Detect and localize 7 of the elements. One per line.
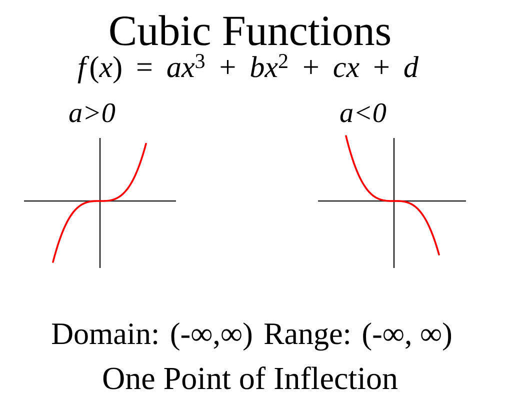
case-label: a<0 [340,103,386,122]
title: Cubic Functions [110,15,390,46]
domain-text: Domain: (-∞,∞) [52,322,252,351]
formula: f(x) = ax$^{3}$ + bx$^{2}$ + cx + d [78,54,419,84]
note-text: One Point of Inflection [103,366,398,390]
range-text: Range: (-∞, ∞) [264,322,452,351]
case-label: a>0 [69,103,116,122]
